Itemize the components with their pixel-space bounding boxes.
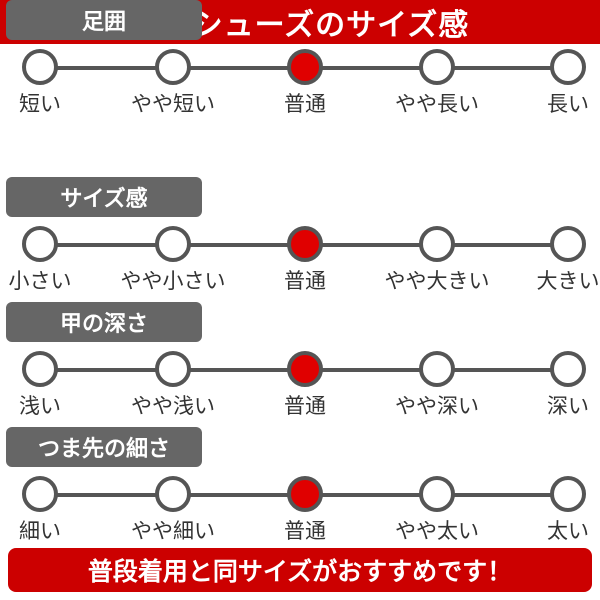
scale-point: 普通 — [250, 48, 360, 118]
radio-marker — [155, 351, 191, 387]
scale-point: 短い — [0, 48, 95, 118]
size-feel-scale: 小さい やや小さい 普通 やや大きい 大きい — [0, 225, 600, 295]
radio-marker — [419, 226, 455, 262]
section-label: 甲の深さ — [6, 302, 202, 342]
scale-point: やや深い — [382, 350, 492, 420]
radio-marker — [419, 49, 455, 85]
scale-point: やや大きい — [382, 225, 492, 295]
point-label: やや長い — [395, 92, 479, 116]
recommendation-banner: 普段着用と同サイズがおすすめです！ — [8, 548, 592, 592]
radio-marker — [155, 226, 191, 262]
scale-point: 普通 — [250, 475, 360, 545]
scale-point: 深い — [513, 350, 600, 420]
radio-marker-selected — [287, 226, 323, 262]
scale-point: やや太い — [382, 475, 492, 545]
point-label: やや小さい — [120, 269, 226, 293]
scale-point: やや浅い — [118, 350, 228, 420]
foot-girth-section: 足囲 短い やや短い 普通 やや長い 長い — [0, 0, 600, 127]
foot-girth-scale: 短い やや短い 普通 やや長い 長い — [0, 48, 600, 118]
point-label: 大きい — [536, 269, 600, 293]
radio-marker — [550, 351, 586, 387]
radio-marker — [22, 351, 58, 387]
point-label: 短い — [19, 92, 61, 116]
scale-point: やや細い — [118, 475, 228, 545]
radio-marker — [419, 476, 455, 512]
scale-point: 太い — [513, 475, 600, 545]
point-label: 普通 — [284, 519, 326, 543]
section-label: サイズ感 — [6, 177, 202, 217]
scale-point: やや小さい — [118, 225, 228, 295]
point-label: 普通 — [284, 394, 326, 418]
point-label: 普通 — [284, 269, 326, 293]
scale-point: 普通 — [250, 350, 360, 420]
scale-point: 普通 — [250, 225, 360, 295]
scale-point: 小さい — [0, 225, 95, 295]
point-label: 深い — [547, 394, 589, 418]
point-label: やや深い — [395, 394, 479, 418]
toe-width-section: つま先の細さ 細い やや細い 普通 やや太い 太い — [0, 427, 600, 554]
radio-marker — [419, 351, 455, 387]
scale-point: やや短い — [118, 48, 228, 118]
section-label: 足囲 — [6, 0, 202, 40]
scale-point: 長い — [513, 48, 600, 118]
point-label: やや大きい — [384, 269, 490, 293]
scale-point: 浅い — [0, 350, 95, 420]
radio-marker-selected — [287, 351, 323, 387]
radio-marker — [155, 49, 191, 85]
radio-marker-selected — [287, 476, 323, 512]
instep-depth-scale: 浅い やや浅い 普通 やや深い 深い — [0, 350, 600, 420]
point-label: 浅い — [19, 394, 61, 418]
point-label: やや細い — [131, 519, 215, 543]
point-label: 細い — [19, 519, 61, 543]
section-label: つま先の細さ — [6, 427, 202, 467]
scale-point: やや長い — [382, 48, 492, 118]
scale-point: 大きい — [513, 225, 600, 295]
scale-point: 細い — [0, 475, 95, 545]
radio-marker — [22, 476, 58, 512]
size-feel-section: サイズ感 小さい やや小さい 普通 やや大きい 大きい — [0, 177, 600, 304]
point-label: 長い — [547, 92, 589, 116]
instep-depth-section: 甲の深さ 浅い やや浅い 普通 やや深い 深い — [0, 302, 600, 429]
radio-marker — [22, 49, 58, 85]
toe-width-scale: 細い やや細い 普通 やや太い 太い — [0, 475, 600, 545]
radio-marker — [550, 49, 586, 85]
point-label: 小さい — [8, 269, 72, 293]
radio-marker — [550, 476, 586, 512]
point-label: やや太い — [395, 519, 479, 543]
point-label: やや浅い — [131, 394, 215, 418]
point-label: 太い — [547, 519, 589, 543]
point-label: 普通 — [284, 92, 326, 116]
point-label: やや短い — [131, 92, 215, 116]
radio-marker — [155, 476, 191, 512]
radio-marker — [550, 226, 586, 262]
radio-marker-selected — [287, 49, 323, 85]
radio-marker — [22, 226, 58, 262]
